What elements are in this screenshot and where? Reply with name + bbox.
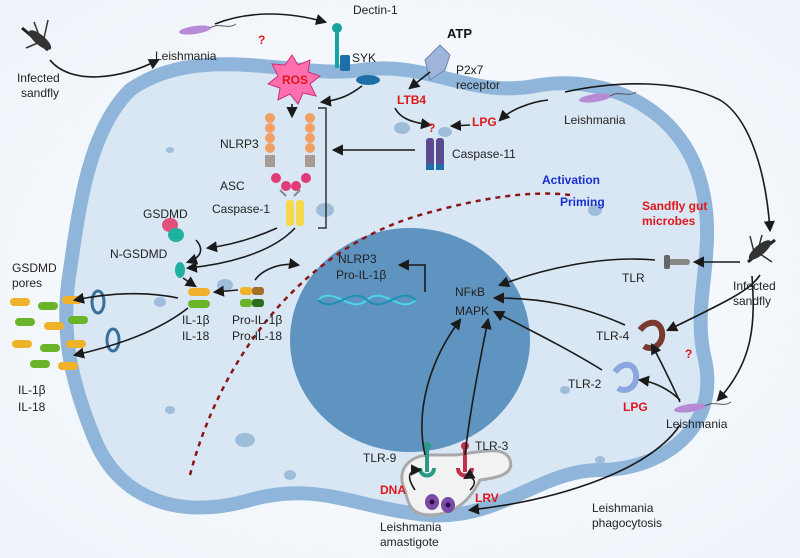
dna-helix <box>317 294 417 306</box>
inflammasome-bracket <box>318 107 327 229</box>
label-nlrp3: NLRP3 <box>220 137 259 151</box>
gsdmd-pores <box>90 289 121 353</box>
label-ros: ROS <box>282 73 308 87</box>
label-amastigote: Leishmania amastigote <box>380 520 445 549</box>
label-caspase1: Caspase-1 <box>212 202 270 216</box>
mature-cytokines <box>188 288 210 308</box>
caspase11-protein <box>426 138 444 170</box>
label-il1b-out: IL-1β <box>18 383 46 397</box>
released-cytokines <box>10 296 88 370</box>
label-sandfly-gut-microbes: Sandfly gut microbes <box>642 199 711 228</box>
label-infected-sandfly-right: Infected sandfly <box>733 279 779 308</box>
label-gsdmd: GSDMD <box>143 207 188 221</box>
question-mark-tlr4: ? <box>685 347 692 361</box>
label-nlrp3-nucleus: NLRP3 <box>338 252 377 266</box>
question-mark-caspase11: ? <box>428 121 435 135</box>
leishmania-promastigote-top <box>179 23 237 35</box>
dectin1-receptor <box>332 23 380 85</box>
label-leishmania-top: Leishmania <box>155 49 217 63</box>
pathway-arrows <box>49 13 775 515</box>
label-tlr2: TLR-2 <box>568 377 602 391</box>
label-pro-il1b-nucleus: Pro-IL-1β <box>336 268 386 282</box>
label-asc: ASC <box>220 179 245 193</box>
label-pro-il18: Pro-IL-18 <box>232 329 282 343</box>
label-infected-sandfly-left: Infected sandfly <box>17 71 63 100</box>
label-activation: Activation <box>542 173 600 187</box>
label-caspase11: Caspase-11 <box>452 147 516 161</box>
tlr-receptor <box>664 255 690 269</box>
label-ltb4: LTB4 <box>397 93 426 107</box>
sandfly-icon-right <box>747 234 776 264</box>
label-lpg-bottom: LPG <box>623 400 648 414</box>
label-leishmania-bottom: Leishmania <box>666 417 728 431</box>
p2x7-receptor <box>424 44 451 81</box>
pro-cytokines <box>240 287 264 307</box>
leishmania-promastigote-bottom <box>674 401 732 413</box>
label-lrv: LRV <box>475 491 499 505</box>
label-n-gsdmd: N-GSDMD <box>110 247 168 261</box>
leishmania-promastigote-right <box>579 91 637 103</box>
gsdmd-protein <box>162 218 184 242</box>
nucleus <box>290 228 530 452</box>
label-dectin1: Dectin-1 <box>353 3 398 17</box>
label-gsdmd-pores: GSDMD pores <box>12 261 60 290</box>
label-tlr: TLR <box>622 271 645 285</box>
amastigote-parasites <box>425 494 455 513</box>
tlr2-receptor <box>612 361 640 394</box>
label-pro-il1b: Pro-IL-1β <box>232 313 282 327</box>
label-mapk: MAPK <box>455 304 489 318</box>
label-leishmania-right: Leishmania <box>564 113 626 127</box>
label-phagocytosis: Leishmania phagocytosis <box>592 501 662 530</box>
label-syk: SYK <box>352 51 376 65</box>
label-il18-cell: IL-18 <box>182 329 210 343</box>
nlrp3-inflammasome <box>265 113 315 226</box>
label-tlr9: TLR-9 <box>363 451 397 465</box>
sandfly-icon <box>21 19 52 52</box>
label-tlr4: TLR-4 <box>596 329 630 343</box>
question-mark-dectin: ? <box>258 33 265 47</box>
n-gsdmd-protein <box>175 262 185 278</box>
label-il18-out: IL-18 <box>18 400 46 414</box>
label-nfkb: NFκB <box>455 285 485 299</box>
activation-priming-divider <box>188 192 571 476</box>
label-p2x7: P2x7 receptor <box>456 63 500 92</box>
label-atp: ATP <box>447 26 472 41</box>
label-dna: DNA <box>380 483 406 497</box>
label-il1b-cell: IL-1β <box>182 313 210 327</box>
ros-burst <box>266 54 322 105</box>
label-lpg-top: LPG <box>472 115 497 129</box>
label-tlr3: TLR-3 <box>475 439 509 453</box>
label-priming: Priming <box>560 195 605 209</box>
